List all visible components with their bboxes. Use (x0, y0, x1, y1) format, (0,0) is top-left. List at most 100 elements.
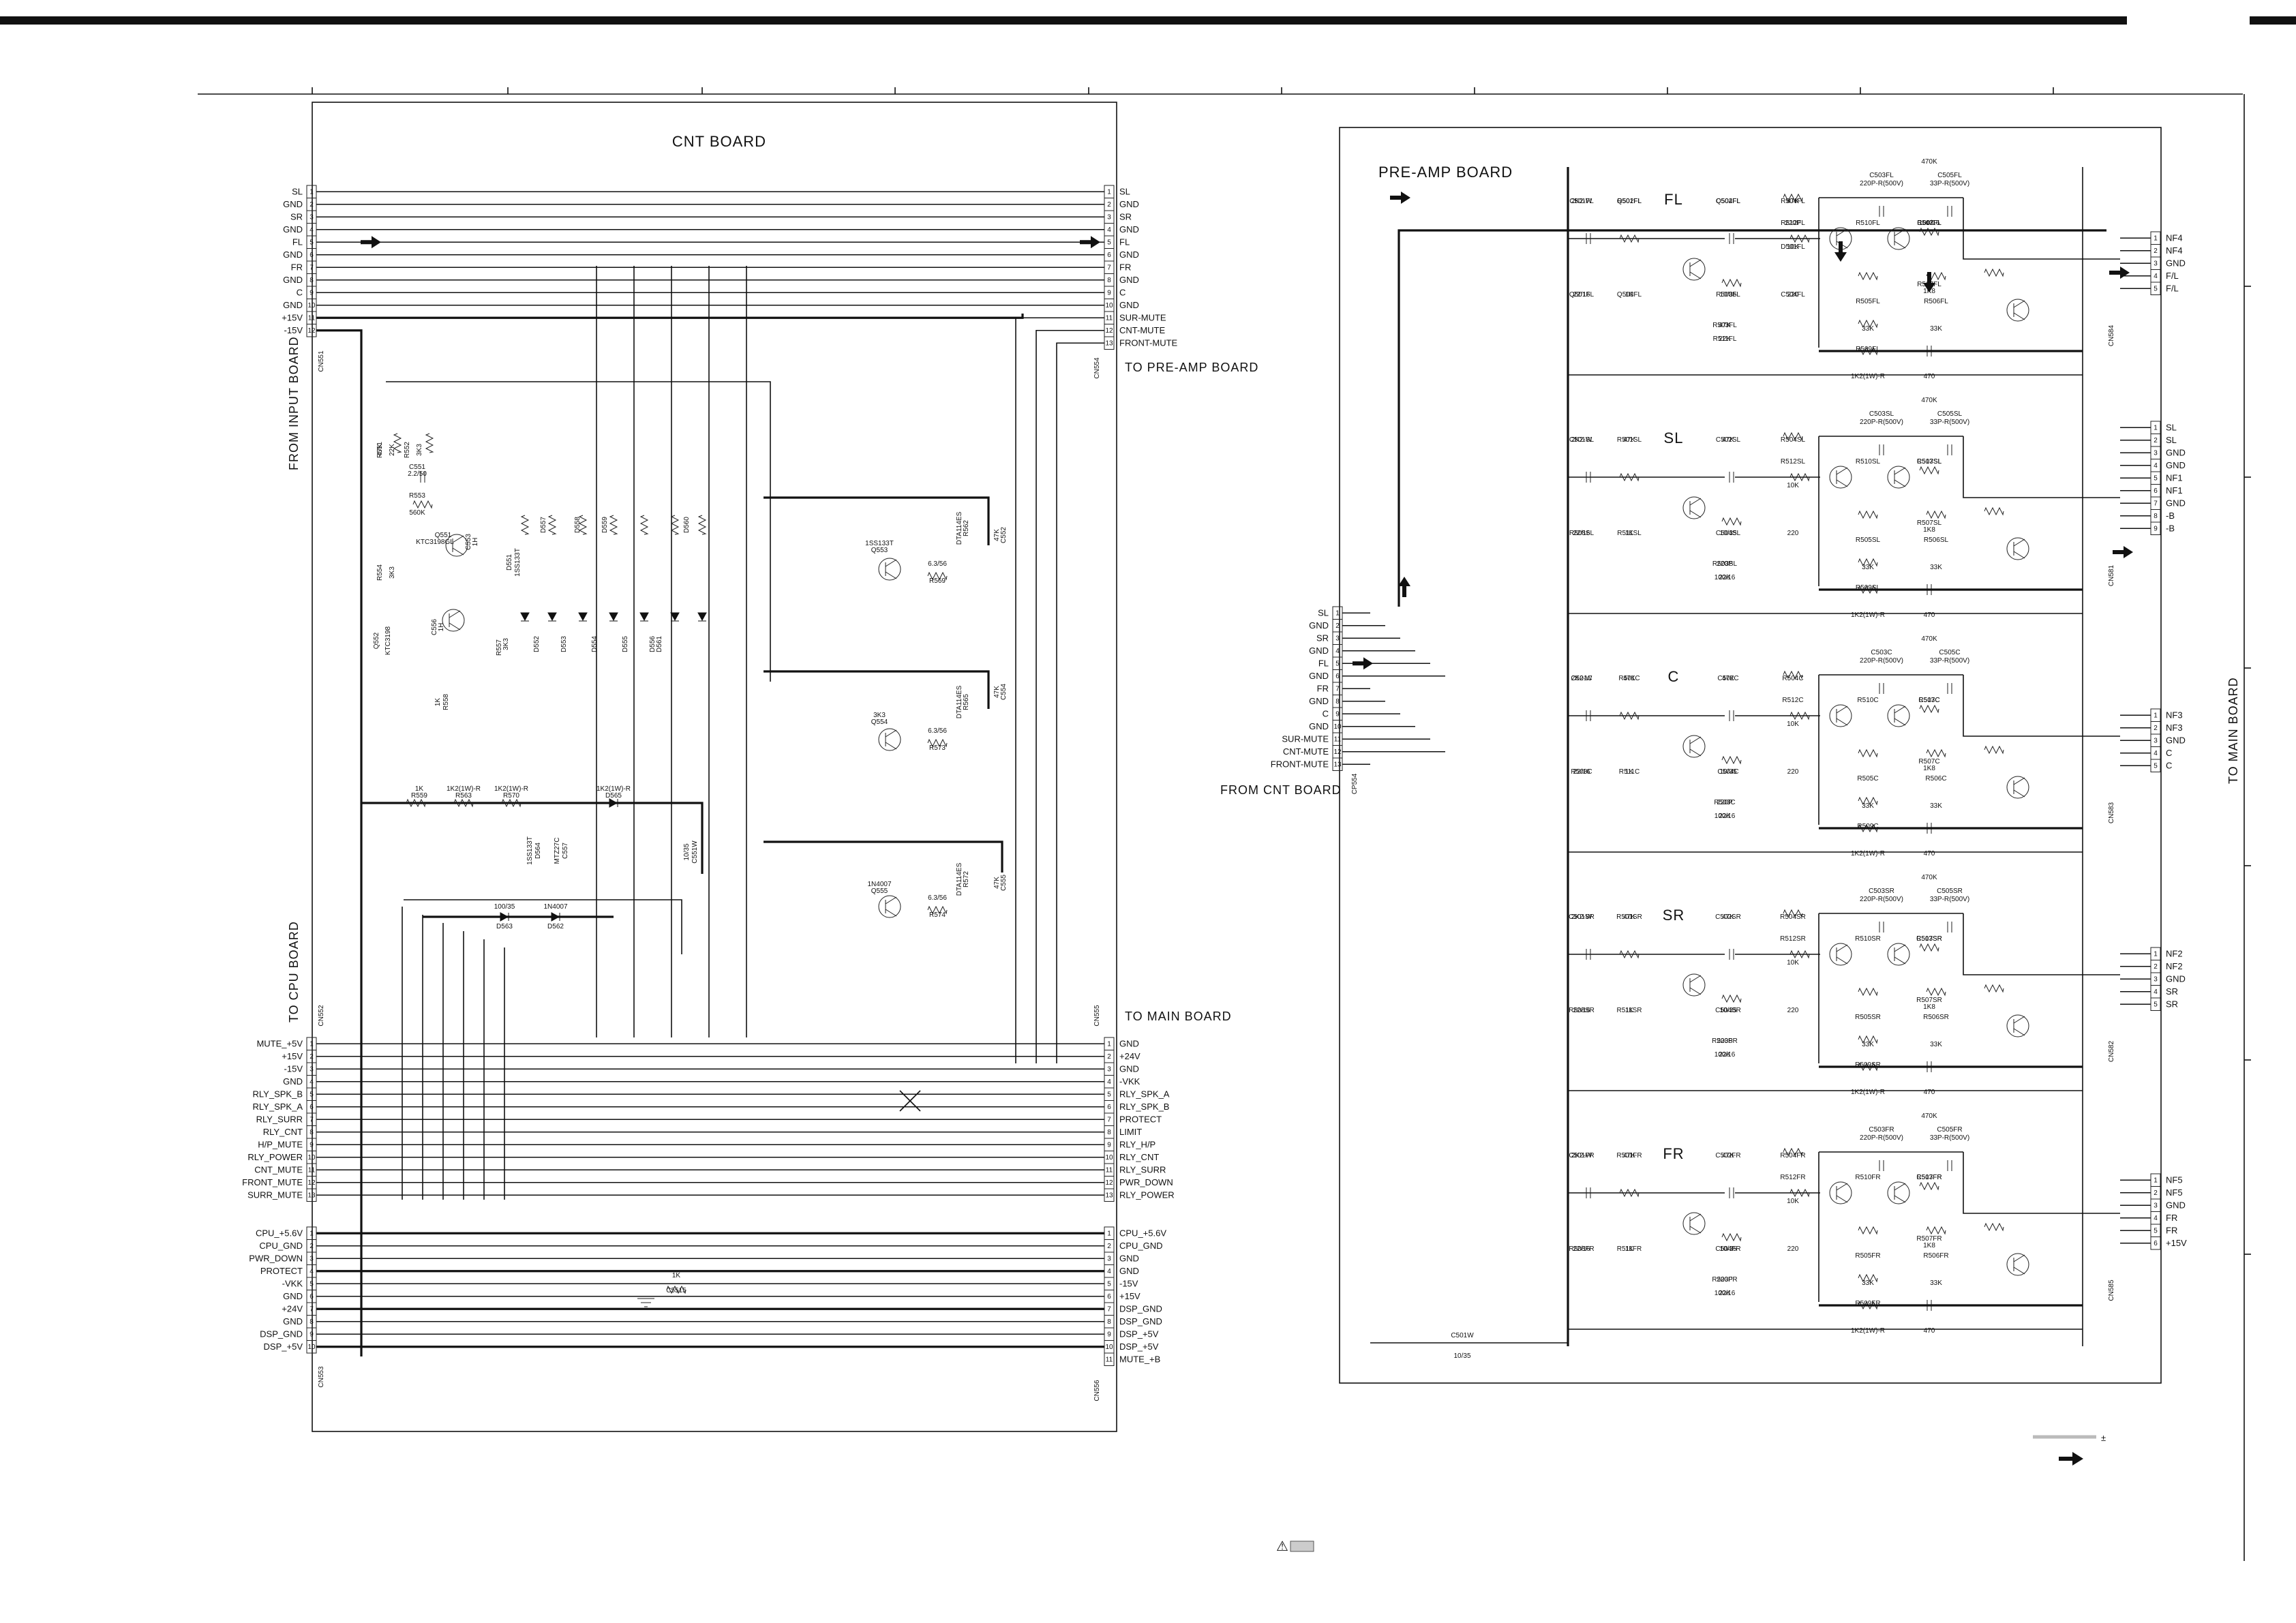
transistor-emitter (2013, 1266, 2025, 1275)
pin-label: SR (2166, 999, 2178, 1009)
pin-label: RLY_CNT (263, 1127, 303, 1137)
component-label: 3K3 (873, 712, 886, 719)
pin-number: 3 (2154, 449, 2158, 457)
pin-number: 12 (307, 1179, 316, 1187)
component-label: 22K (389, 444, 396, 456)
c501w-label: C501W (1451, 1332, 1474, 1339)
part-label: 47K (1722, 913, 1734, 921)
component-label: DTA114ES (956, 685, 963, 718)
part-label: C505FR (1937, 1126, 1962, 1134)
component-label: D556 (649, 636, 656, 652)
pin-label: PROTECT (1119, 1114, 1162, 1124)
pin-label: PWR_DOWN (249, 1253, 303, 1263)
pin-label: GND (2166, 973, 2186, 984)
diode-icon (547, 612, 557, 622)
part-label: R509SR (1855, 1061, 1881, 1069)
pin-label: CNT_MUTE (254, 1164, 303, 1174)
pin-number: 7 (309, 1305, 314, 1313)
pin-number: 5 (2154, 285, 2158, 292)
component-label: R562 (963, 520, 970, 536)
part-label: R504FL (1781, 198, 1805, 205)
component-label: KTC3198 (384, 626, 392, 655)
resistor-icon (1926, 748, 1946, 758)
control-wire (386, 381, 771, 682)
cn556-label: CN556 (1093, 1380, 1101, 1401)
pre-amp-wiring (1342, 167, 2106, 1346)
to-main-board-label-pre: TO MAIN BOARD (2226, 677, 2240, 784)
component-label: Q553 (871, 547, 888, 554)
pin-label: SL (1318, 607, 1329, 618)
cn551-label: CN551 (318, 350, 325, 372)
pin-number: 9 (2154, 525, 2158, 532)
diode-icon (500, 912, 509, 922)
pin-number: 8 (1107, 277, 1111, 284)
pin-label: +15V (282, 1051, 303, 1061)
part-label: R512FL (1781, 219, 1805, 227)
pin-number: 8 (1335, 698, 1340, 706)
pin-label: LIMIT (1119, 1127, 1142, 1137)
pin-label: C (2166, 748, 2172, 758)
top-border-bar (0, 16, 2127, 25)
part-label: R506SL (1924, 536, 1949, 544)
part-label: R508SL (1569, 530, 1595, 537)
resistor-icon (412, 500, 433, 509)
pin-label: GND (283, 275, 303, 285)
pin-number: 6 (1107, 1104, 1111, 1111)
pin-number: 1 (1107, 1040, 1111, 1048)
pin-number: 2 (2154, 247, 2158, 255)
resistor-icon (1858, 271, 1878, 281)
transistor-emitter (2013, 312, 2025, 320)
channel-name: FL (1664, 191, 1683, 208)
pin-label: GND (1309, 696, 1329, 706)
resistor-icon (666, 1285, 686, 1294)
part-label: R511SL (1617, 530, 1642, 537)
part-label: 1K (1625, 768, 1634, 776)
pin-label: C (2166, 760, 2172, 770)
part-label: C503SR (1869, 888, 1894, 895)
part-label: 470 (1924, 611, 1935, 619)
part-label: 2K2-W (1571, 913, 1592, 921)
component-label: R557 (496, 639, 503, 656)
pin-label: -VKK (282, 1278, 303, 1288)
part-label: R503FL (1712, 322, 1737, 329)
transistor-emitter (1689, 987, 1702, 995)
pin-number: 13 (1105, 1192, 1113, 1199)
resistor-icon (406, 798, 426, 808)
component-label: R553 (409, 492, 425, 500)
resistor-icon (1926, 987, 1946, 997)
component-label: R552 (404, 442, 411, 458)
component-label: DTA114ES (956, 862, 963, 896)
part-label: C505FL (1937, 172, 1962, 179)
diode-icon (639, 612, 649, 622)
pin-label: -15V (1119, 1278, 1138, 1288)
pin-label: FR (2166, 1213, 2177, 1223)
part-label: 220P (1717, 1276, 1733, 1284)
pin-number: 6 (1335, 673, 1340, 680)
part-label: R510SL (1856, 458, 1881, 466)
component-label: MTZ27C (554, 838, 561, 864)
pin-number: 2 (309, 1243, 314, 1250)
pin-label: +24V (282, 1303, 303, 1314)
part-label: 100/16 (1715, 1051, 1736, 1059)
pin-label: NF3 (2166, 710, 2183, 720)
part-label: C507FL (1917, 219, 1942, 227)
part-label: 47K (1722, 436, 1734, 444)
transistor-collector (885, 559, 897, 567)
transistor-emitter (885, 571, 897, 579)
pin-label: GND (1309, 721, 1329, 731)
resistor-icon (1783, 431, 1803, 441)
part-label: R506SR (1923, 1014, 1949, 1021)
pin-number: 8 (309, 277, 314, 284)
mute-wire (1015, 317, 1104, 1063)
part-label: 220P (1785, 219, 1801, 227)
resistor-icon (1926, 1226, 1946, 1235)
control-wire (404, 899, 682, 954)
pin-number: 3 (309, 1255, 314, 1262)
resistor-icon (1619, 1188, 1640, 1198)
part-label: 33K (1930, 802, 1942, 810)
part-label: R503C (1714, 799, 1735, 806)
component-label: R559 (411, 792, 427, 800)
pin-number: 7 (2154, 500, 2158, 507)
